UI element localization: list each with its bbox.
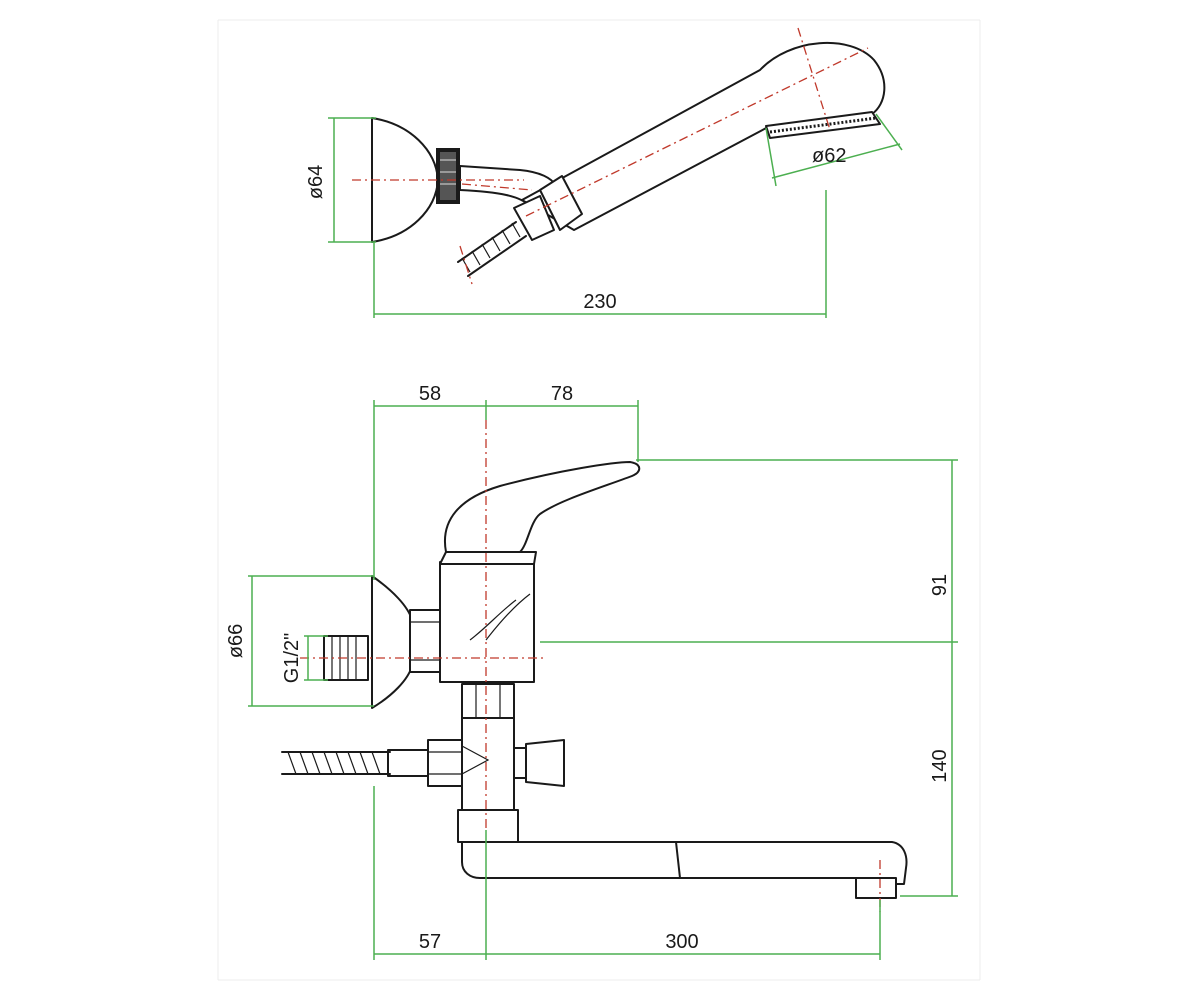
mixer-body (439, 561, 535, 683)
shower-outlet-pipe (387, 749, 429, 777)
dim-spout-length: 300 (665, 931, 698, 953)
diverter-nut (461, 683, 515, 719)
dim-height-upper: 91 (929, 574, 951, 596)
diverter-body (461, 717, 515, 811)
mixer-lever (444, 461, 641, 553)
diverter-stem (513, 747, 527, 779)
dim-head-diameter: ø62 (812, 145, 846, 167)
spout (461, 841, 683, 879)
dim-overall-length: 230 (583, 291, 616, 313)
dim-thread: G1/2" (281, 633, 303, 683)
spout-collar (457, 809, 519, 843)
handle-ring (539, 175, 583, 231)
dim-flange-diameter: ø66 (225, 624, 247, 658)
dim-holder-diameter: ø64 (305, 165, 327, 199)
top-view: ø64 ø62 230 (305, 27, 903, 318)
top-dimensions (328, 113, 903, 318)
top-centerlines (352, 27, 869, 285)
dim-lever-offset: 78 (551, 383, 573, 405)
side-dimensions (248, 400, 958, 960)
background-grid (217, 19, 981, 981)
dim-height-lower: 140 (929, 749, 951, 782)
hand-shower-body (521, 41, 886, 231)
wall-flange (371, 575, 413, 709)
lever-cap (439, 551, 537, 565)
flange-nut (409, 609, 441, 673)
diverter-knob (525, 739, 565, 787)
dim-bottom-left: 57 (419, 931, 441, 953)
side-view: 58 78 91 140 ø66 G1/2" 57 300 (225, 383, 958, 960)
top-hose (457, 221, 527, 277)
shower-outlet-nut (427, 739, 463, 787)
side-hose (281, 751, 391, 775)
dim-left-offset: 58 (419, 383, 441, 405)
aerator (855, 877, 897, 899)
